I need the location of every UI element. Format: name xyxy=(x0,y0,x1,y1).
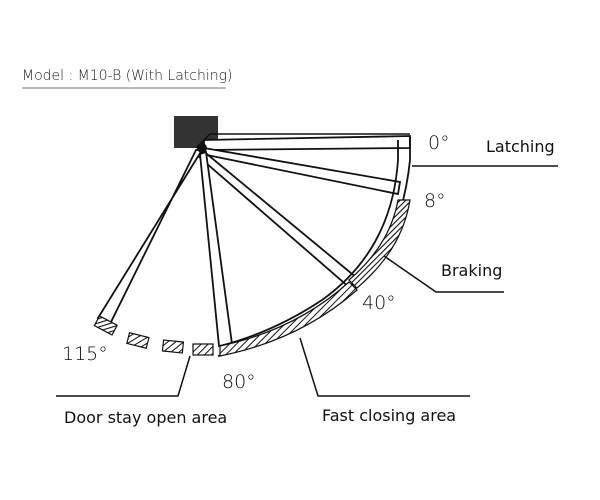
door-closed-position xyxy=(203,135,411,151)
braking-leader xyxy=(383,255,504,293)
angle-40-label: 40° xyxy=(362,292,396,314)
angle-8-label: 8° xyxy=(424,190,446,212)
fast-closing-zone xyxy=(219,281,358,357)
angle-80-label: 80° xyxy=(222,371,256,393)
stay-open-dash xyxy=(192,343,214,356)
door-stay-open-zone xyxy=(93,315,214,356)
model-title: Model : M10-B (With Latching) xyxy=(22,68,232,84)
stay-open-dash xyxy=(126,332,150,349)
door-8deg-position xyxy=(200,146,402,196)
door-stay-open-label: Door stay open area xyxy=(64,408,227,427)
angle-115-label: 115° xyxy=(62,343,108,365)
braking-label: Braking xyxy=(441,261,502,280)
latching-label: Latching xyxy=(486,137,555,156)
fast-closing-leader xyxy=(299,337,470,397)
door-80deg-position xyxy=(199,150,234,348)
stay-open-dash xyxy=(93,315,118,336)
braking-zone xyxy=(348,199,411,289)
angle-0-label: 0° xyxy=(428,132,450,154)
door-115deg-position xyxy=(96,149,204,326)
pivot-point xyxy=(197,143,207,153)
fast-closing-label: Fast closing area xyxy=(322,406,456,425)
swing-arc-inner xyxy=(219,140,399,347)
stay-open-dash xyxy=(161,339,185,354)
door-stay-open-leader xyxy=(56,355,191,397)
